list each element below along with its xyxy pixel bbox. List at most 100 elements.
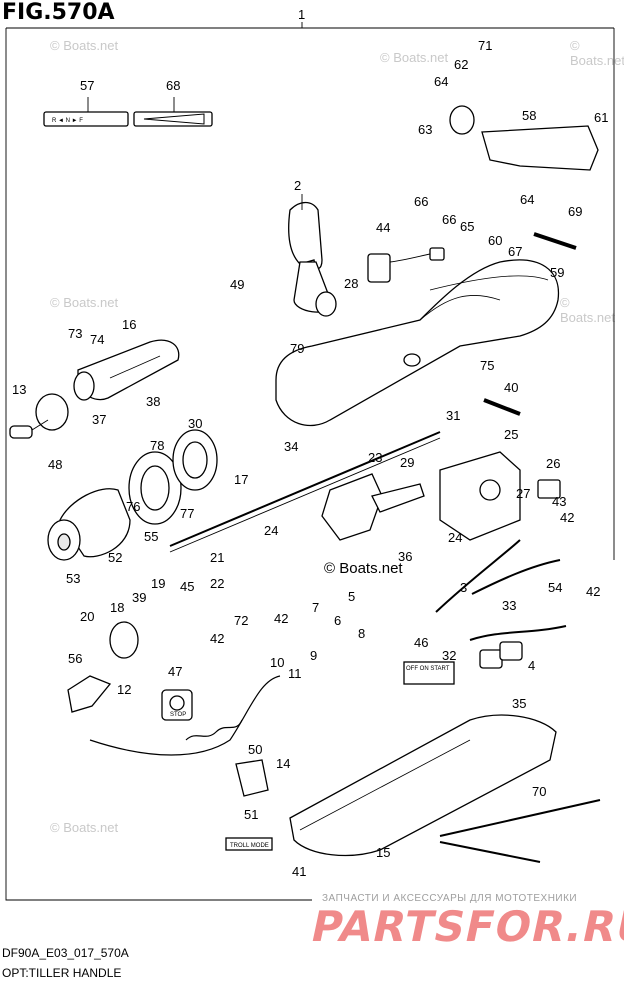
callout: 2 xyxy=(294,178,301,193)
callout: 78 xyxy=(150,438,164,453)
lanyard-cord xyxy=(89,675,281,756)
throttle-grip xyxy=(73,339,180,401)
callout: 24 xyxy=(448,530,462,545)
assembly-outline xyxy=(5,22,615,901)
callout: 65 xyxy=(460,219,474,234)
callout: 79 xyxy=(290,341,304,356)
off-on-start-label: OFF ON START xyxy=(406,666,450,672)
callout: 48 xyxy=(48,457,62,472)
callout: 14 xyxy=(276,756,290,771)
callout: 23 xyxy=(368,450,382,465)
watermark: © Boats.net xyxy=(560,295,615,325)
watermark-center: © Boats.net xyxy=(324,560,403,577)
shift-label: R ◄ N ► F xyxy=(52,118,83,124)
callout: 6 xyxy=(334,613,341,628)
figure-code: DF90A_E03_017_570A xyxy=(2,946,129,960)
throttle-friction-rings xyxy=(128,429,218,525)
callout: 67 xyxy=(508,244,522,259)
callout: 15 xyxy=(376,845,390,860)
callout: 27 xyxy=(516,486,530,501)
arrow-decal xyxy=(133,97,213,127)
callout: 40 xyxy=(504,380,518,395)
callout: 24 xyxy=(264,523,278,538)
callout: 44 xyxy=(376,220,390,235)
harness-connector xyxy=(367,247,445,283)
callout: 51 xyxy=(244,807,258,822)
callout: 4 xyxy=(528,658,535,673)
troll-label: TROLL MODE xyxy=(230,843,269,849)
callout: 33 xyxy=(502,598,516,613)
callout: 11 xyxy=(288,666,302,681)
troll-switch: TROLL MODE xyxy=(225,759,273,851)
callout: 74 xyxy=(90,332,104,347)
callout: 37 xyxy=(92,412,106,427)
tiller-handle-body xyxy=(275,259,560,427)
callout: 56 xyxy=(68,651,82,666)
callout: 52 xyxy=(108,550,122,565)
callout: 34 xyxy=(284,439,298,454)
throttle-bracket xyxy=(321,473,425,541)
callout: 61 xyxy=(594,110,608,125)
ignition-label: OFF ON START xyxy=(403,661,455,685)
figure-subtitle: OPT:TILLER HANDLE xyxy=(2,966,122,980)
callout: 45 xyxy=(180,579,194,594)
callout: 18 xyxy=(110,600,124,615)
callout-numbers: 1 2 3 4 5 6 7 8 9 10 11 12 13 14 15 16 1… xyxy=(12,7,608,879)
stop-label: STOP xyxy=(170,712,186,718)
callout: 66 xyxy=(414,194,428,209)
callout: 76 xyxy=(126,499,140,514)
callout: 62 xyxy=(454,57,468,72)
mounting-bolt xyxy=(533,232,577,250)
callout: 36 xyxy=(398,549,412,564)
callout: 54 xyxy=(548,580,562,595)
callout: 68 xyxy=(166,78,180,93)
callout: 10 xyxy=(270,655,284,670)
callout: 41 xyxy=(292,864,306,879)
callout: 72 xyxy=(234,613,248,628)
callout: 49 xyxy=(230,277,244,292)
callout: 47 xyxy=(168,664,182,679)
callout: 13 xyxy=(12,382,26,397)
callout: 8 xyxy=(358,626,365,641)
callout: 30 xyxy=(188,416,202,431)
callout: 50 xyxy=(248,742,262,757)
callout: 25 xyxy=(504,427,518,442)
callout: 42 xyxy=(586,584,600,599)
watermark: © Boats.net xyxy=(50,820,119,835)
callout: 39 xyxy=(132,590,146,605)
callout: 77 xyxy=(180,506,194,521)
callout: 22 xyxy=(210,576,224,591)
callout: 28 xyxy=(344,276,358,291)
callout: 19 xyxy=(151,576,165,591)
shift-indicator-plate: R ◄ N ► F xyxy=(43,97,129,127)
callout: 1 xyxy=(298,7,305,22)
callout: 21 xyxy=(210,550,224,565)
callout: 42 xyxy=(274,611,288,626)
throttle-shaft xyxy=(169,431,441,553)
watermark: © Boats.net xyxy=(50,295,119,310)
grip-end-cap xyxy=(47,488,131,561)
watermark: © Boats.net xyxy=(50,38,119,53)
callout: 16 xyxy=(122,317,136,332)
callout: 42 xyxy=(560,510,574,525)
brand-tagline: ЗАПЧАСТИ И АКСЕССУАРЫ ДЛЯ МОТОТЕХНИКИ xyxy=(322,893,578,904)
wiring-harness xyxy=(469,625,567,669)
callout: 26 xyxy=(546,456,560,471)
callout: 64 xyxy=(434,74,448,89)
throttle-cable xyxy=(435,539,561,613)
ignition-switch-assembly xyxy=(439,451,561,541)
callout: 35 xyxy=(512,696,526,711)
callout: 73 xyxy=(68,326,82,341)
callout: 55 xyxy=(144,529,158,544)
callout: 7 xyxy=(312,600,319,615)
callout: 63 xyxy=(418,122,432,137)
lower-cover xyxy=(289,714,557,857)
callout: 75 xyxy=(480,358,494,373)
callout: 71 xyxy=(478,38,492,53)
callout: 31 xyxy=(446,408,460,423)
callout: 32 xyxy=(442,648,456,663)
callout: 53 xyxy=(66,571,80,586)
shift-lever xyxy=(288,194,337,317)
callout: 43 xyxy=(552,494,566,509)
